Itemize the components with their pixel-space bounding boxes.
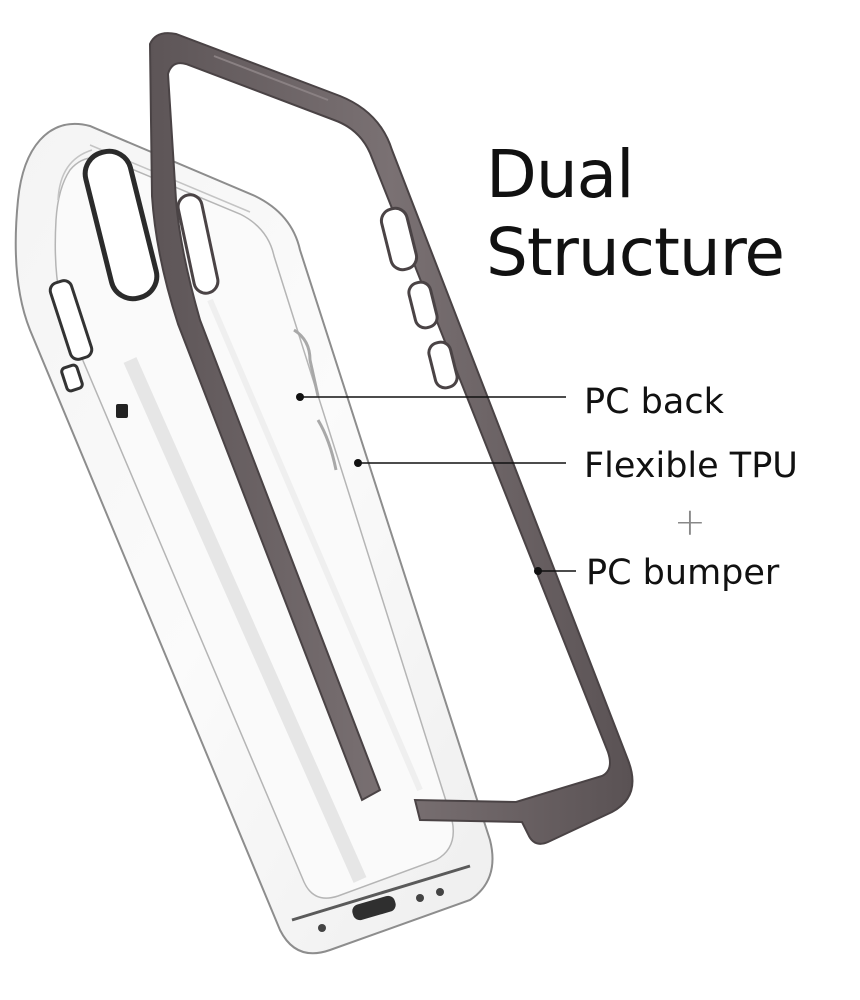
side-button-guard (48, 279, 94, 361)
bumper-top-engraving (213, 55, 329, 101)
clear-case-back-panel (54, 156, 454, 899)
callout-pc-bumper: PC bumper (586, 553, 780, 593)
pc-bumper-frame (148, 32, 634, 845)
clear-case-bottom-edge (291, 864, 471, 922)
bumper-button-cutout (407, 280, 439, 330)
callout-leaders (296, 393, 576, 575)
bumper-button-cutout-2 (427, 340, 459, 390)
headline-line-2: Structure (486, 214, 785, 291)
clear-case (14, 122, 494, 955)
bottom-speaker-dot-2 (416, 894, 424, 902)
bumper-body (148, 32, 634, 845)
bottom-speaker-dot (318, 924, 326, 932)
leader-pc-bumper-dot (534, 567, 542, 575)
bottom-speaker-dot-3 (436, 888, 444, 896)
leader-pc-back-dot (296, 393, 304, 401)
glass-reflection (123, 357, 367, 883)
camera-cutout (82, 148, 160, 302)
plus-sign: + (674, 500, 706, 544)
side-switch-guard (60, 363, 84, 393)
bumper-camera-cutout (379, 206, 419, 272)
headline-line-1: Dual (486, 136, 634, 213)
leader-flexible-tpu-dot (354, 459, 362, 467)
bottom-port-cutout (352, 895, 396, 921)
side-small-cutout (116, 404, 128, 418)
bumper-left-cutout (176, 193, 220, 295)
right-button-bumps (293, 328, 338, 471)
callout-flexible-tpu: Flexible TPU (584, 446, 798, 486)
callout-pc-back: PC back (584, 382, 724, 422)
glass-reflection-2 (207, 298, 423, 792)
headline: Dual Structure (486, 136, 785, 292)
